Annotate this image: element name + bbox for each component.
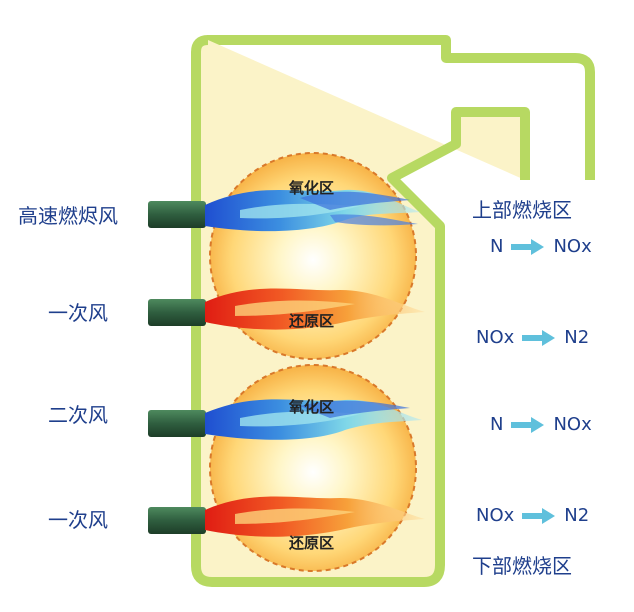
reaction-row: N NOx <box>490 416 592 434</box>
reaction-to: NOx <box>553 414 592 435</box>
nozzle-primary-air-2 <box>148 507 206 534</box>
blue-flame-upper <box>205 189 420 232</box>
arrow-icon <box>511 417 545 433</box>
lower-combustion-zone-title: 下部燃烧区 <box>472 554 572 578</box>
reaction-row: NOx N2 <box>476 329 589 347</box>
reaction-row: NOx N2 <box>476 507 589 525</box>
label-high-speed-air: 高速燃烬风 <box>18 204 118 228</box>
reaction-to: N2 <box>564 505 590 526</box>
red-flame-upper <box>205 288 425 330</box>
arrow-icon <box>522 330 556 346</box>
zone-reduction-upper: 还原区 <box>289 312 335 330</box>
reaction-from: N <box>490 414 504 435</box>
label-secondary-air: 二次风 <box>48 403 108 427</box>
upper-combustion-zone-title: 上部燃烧区 <box>472 198 572 222</box>
zone-oxidation-lower: 氧化区 <box>289 398 335 416</box>
nozzle-primary-air-1 <box>148 299 206 326</box>
red-flame-lower <box>205 496 425 537</box>
reaction-to: N2 <box>564 327 590 348</box>
blue-flame-lower <box>205 399 422 440</box>
arrow-icon <box>511 239 545 255</box>
nozzle-secondary-air <box>148 410 206 437</box>
reaction-from: NOx <box>476 327 515 348</box>
zone-reduction-lower: 还原区 <box>289 534 335 552</box>
arrow-icon <box>522 508 556 524</box>
label-primary-air-2: 一次风 <box>48 508 108 532</box>
zone-oxidation-upper: 氧化区 <box>289 179 335 197</box>
reaction-from: NOx <box>476 505 515 526</box>
reaction-row: N NOx <box>490 238 592 256</box>
reaction-to: NOx <box>553 236 592 257</box>
nozzle-high-speed-air <box>148 201 206 228</box>
label-primary-air-1: 一次风 <box>48 301 108 325</box>
reaction-from: N <box>490 236 504 257</box>
